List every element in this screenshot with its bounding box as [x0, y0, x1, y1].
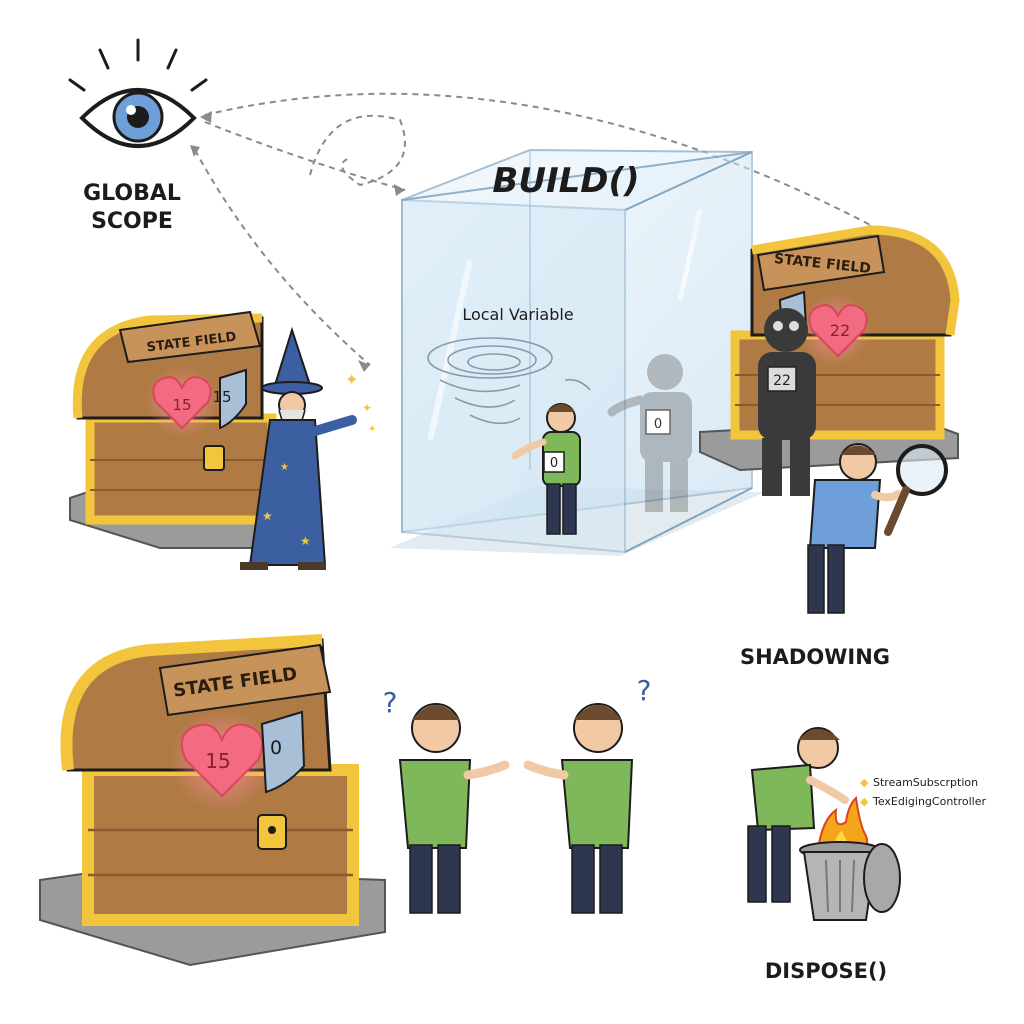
confused-person-right [523, 703, 634, 914]
magnifier-icon [884, 444, 948, 536]
build-glass-box [390, 148, 765, 556]
svg-text:★: ★ [280, 462, 289, 473]
svg-text:★: ★ [300, 534, 311, 548]
bottom-shield-value: 0 [270, 737, 282, 759]
ghost-badge [645, 409, 671, 435]
local-variable-label: Local Variable [462, 305, 573, 324]
wizard: ★ ★ ★ [240, 326, 357, 570]
global-scope-label-2: SCOPE [91, 209, 173, 234]
trash-can-icon [799, 841, 901, 921]
ghost-value: 0 [654, 417, 662, 432]
left-heart-icon [152, 376, 212, 430]
left-shield-icon [219, 368, 247, 430]
swirl-icon [427, 337, 591, 425]
question-mark-left-icon: ? [383, 686, 398, 719]
build-label: BUILD() [492, 161, 639, 201]
right-heart-icon [808, 304, 868, 358]
left-heart-value: 15 [172, 396, 191, 414]
shadow-badge [767, 366, 797, 392]
bottom-shield-icon [260, 710, 306, 794]
dispose-item: StreamSubscrption [873, 776, 978, 789]
bullet-icon: ◆ [860, 795, 869, 808]
confused-person-left [398, 703, 510, 914]
bullet-icon: ◆ [860, 776, 869, 789]
dispose-label: DISPOSE() [765, 959, 887, 983]
inspector-person [807, 443, 902, 614]
global-scope-label-1: GLOBAL [83, 181, 181, 206]
local-badge [543, 451, 565, 473]
svg-text:✦: ✦ [345, 370, 358, 389]
scope-arrows [194, 92, 881, 366]
dispose-person [747, 727, 849, 903]
global-scope-eye-icon [68, 38, 208, 148]
dispose-list: ◆ StreamSubscrption ◆ TexEdigingControll… [860, 776, 987, 808]
svg-text:★: ★ [262, 509, 273, 523]
sparkle-icon: ✦ ✦ ✦ [345, 370, 376, 435]
shadowing-label: SHADOWING [740, 645, 890, 669]
dispose-item: TexEdigingController [872, 795, 987, 808]
svg-text:✦: ✦ [362, 401, 372, 415]
question-mark-right-icon: ? [637, 674, 652, 707]
left-shield-value: 15 [212, 388, 231, 406]
bottom-heart-icon [180, 723, 264, 798]
local-value: 0 [550, 456, 558, 471]
bottom-heart-value: 15 [205, 749, 230, 773]
svg-text:✦: ✦ [368, 424, 376, 435]
right-heart-value: 22 [830, 321, 850, 340]
shadow-value: 22 [773, 373, 791, 389]
